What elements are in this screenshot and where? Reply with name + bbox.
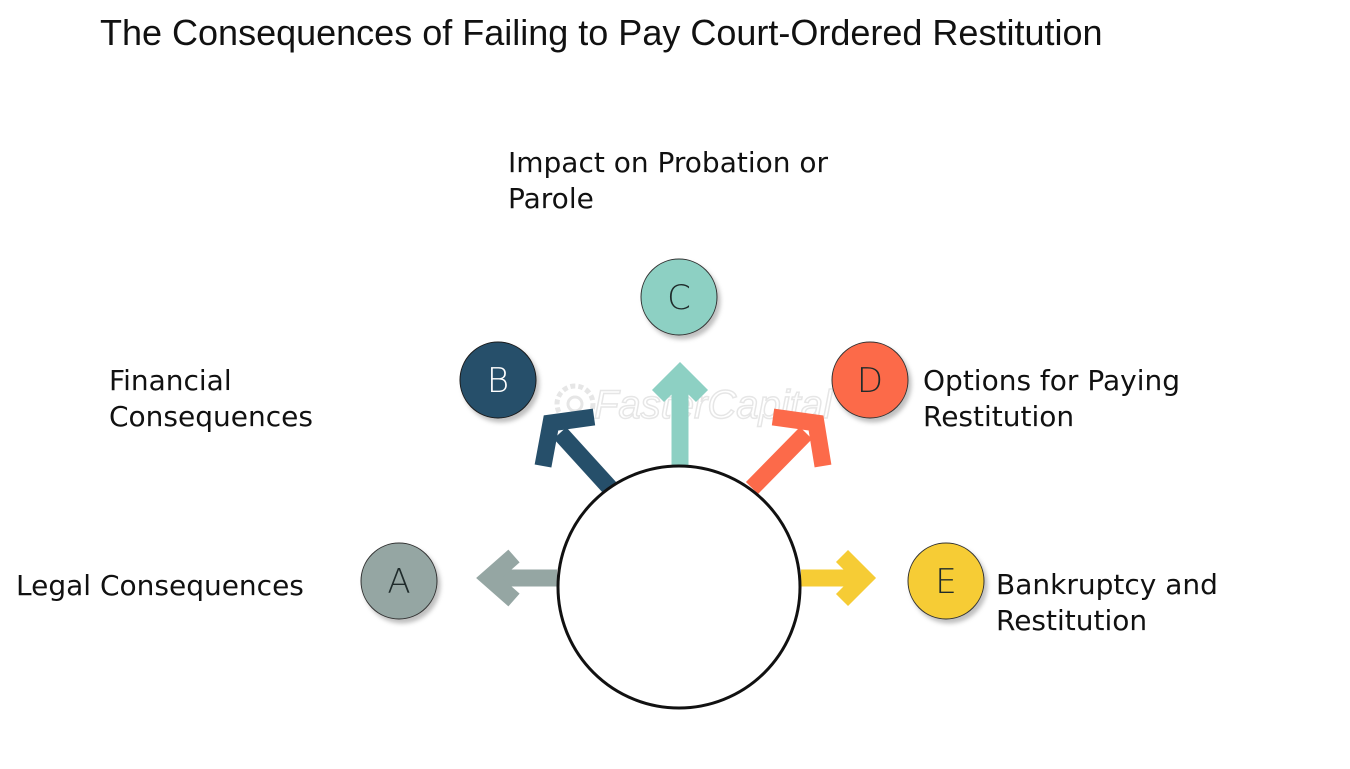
label-a: Legal Consequences [16, 568, 304, 604]
label-d: Options for Paying Restitution [923, 363, 1180, 435]
label-d-line-2: Restitution [923, 400, 1075, 433]
badge-c-circle [640, 258, 718, 336]
badge-a [360, 542, 438, 620]
arrow-b [534, 408, 617, 494]
badge-a-letter: A [387, 562, 410, 602]
label-a-line-1: Legal Consequences [16, 569, 304, 602]
badge-d-circle [831, 341, 909, 419]
label-e-line-2: Restitution [996, 604, 1148, 637]
label-b-line-2: Consequences [109, 400, 313, 433]
badge-c-letter: C [667, 278, 691, 318]
arrow-e [801, 549, 877, 607]
arrow-c [651, 361, 709, 465]
label-b-line-1: Financial [109, 364, 232, 397]
label-e-line-1: Bankruptcy and [996, 568, 1218, 601]
badge-e-letter: E [935, 562, 956, 602]
badge-b-letter: B [487, 361, 509, 401]
label-c: Impact on Probation or Parole [508, 145, 828, 217]
label-d-line-1: Options for Paying [923, 364, 1180, 397]
center-hub [556, 464, 802, 710]
label-c-line-1: Impact on Probation or [508, 146, 829, 179]
label-c-line-2: Parole [508, 182, 594, 215]
badge-b-circle [459, 341, 537, 419]
badge-d-letter: D [857, 361, 883, 401]
badge-e [907, 542, 985, 620]
badge-e-circle [907, 542, 985, 620]
label-b: Financial Consequences [109, 363, 313, 435]
badge-a-circle [360, 542, 438, 620]
page-title: The Consequences of Failing to Pay Court… [100, 12, 1103, 53]
badge-b [459, 341, 537, 419]
badge-d [831, 341, 909, 419]
arrow-a [476, 549, 557, 607]
label-e: Bankruptcy and Restitution [996, 567, 1218, 639]
arrow-d [745, 408, 832, 494]
badge-c [640, 258, 718, 336]
